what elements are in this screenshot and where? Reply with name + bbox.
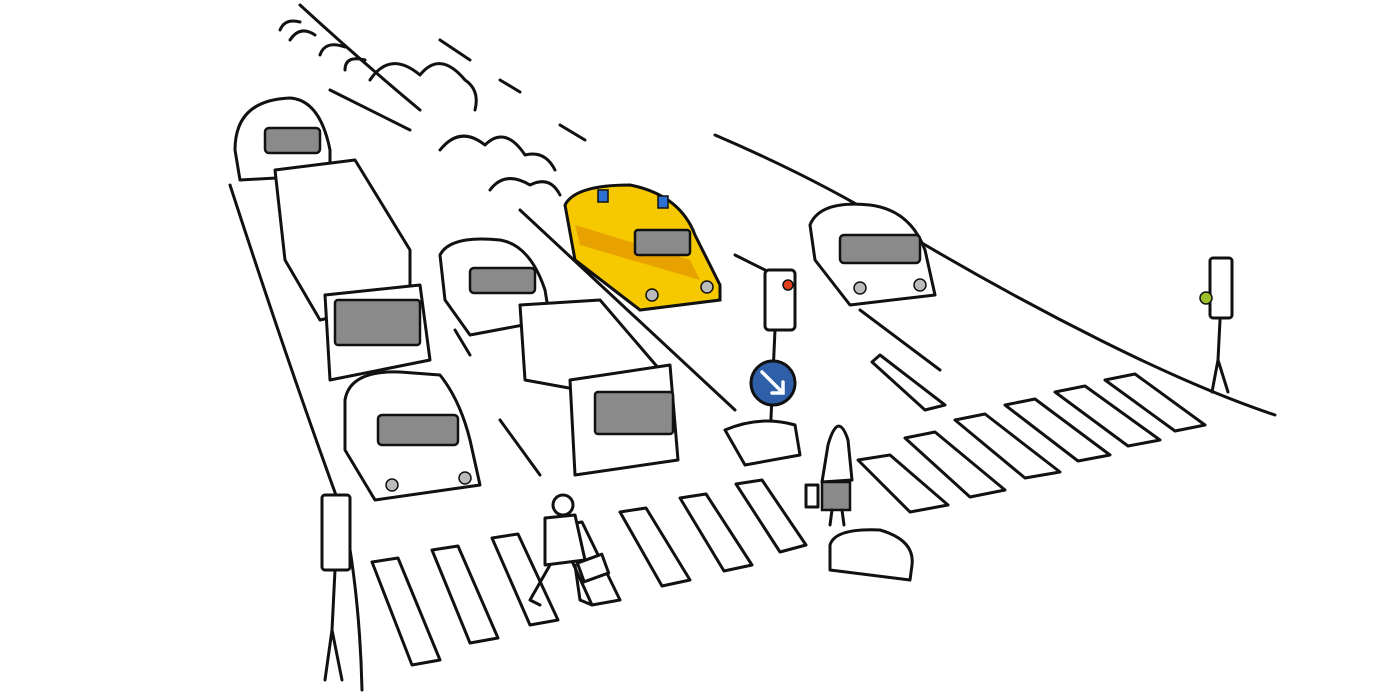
ambulance	[563, 183, 722, 312]
exhaust-cloud	[278, 19, 562, 197]
siren-icon	[657, 195, 669, 209]
truck-left	[273, 158, 432, 382]
road-lines	[228, 3, 1277, 692]
siren-icon	[597, 189, 609, 203]
keep-right-sign-icon	[749, 359, 797, 407]
pedestrian-woman	[804, 424, 854, 527]
pedestrian-man	[528, 493, 611, 607]
pedestrian-island	[828, 528, 914, 582]
car-back-left	[233, 96, 332, 182]
traffic-light-icon	[320, 493, 352, 682]
car-oncoming	[808, 202, 937, 307]
traffic-light-icon	[723, 268, 802, 467]
crosswalk-side	[856, 372, 1207, 514]
truck-middle	[518, 298, 680, 477]
car-front-left	[343, 370, 482, 502]
traffic-light-icon	[1199, 256, 1234, 394]
